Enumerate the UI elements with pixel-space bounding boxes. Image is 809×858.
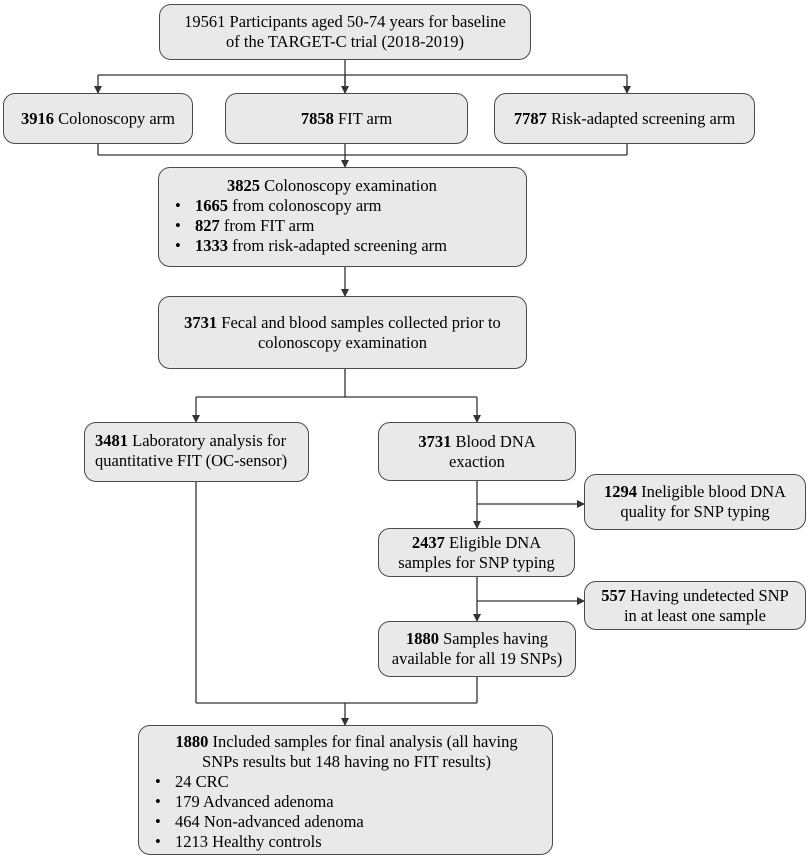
fit-arm-count: 7858 [300,108,334,128]
participants-box: 19561 Participants aged 50-74 years for … [159,4,531,60]
participants-line2: of the TARGET-C trial (2018-2019) [226,32,464,51]
colonoscopy-arm-label: Colonoscopy arm [54,108,175,128]
lab-analysis-line2: quantitative FIT (OC-sensor) [95,451,288,470]
ineligible-line2: quality for SNP typing [620,502,770,521]
blood-dna-count: 3731 [418,431,452,451]
all-snps-count: 1880 [405,629,439,648]
participants-line1: 19561 Participants aged 50-74 years for … [184,12,506,31]
eligible-line2: samples for SNP typing [398,552,555,572]
risk-arm-label: Risk-adapted screening arm [546,108,736,128]
risk-arm-box: 7787 Risk-adapted screening arm [494,93,755,144]
samples-collected-count: 3731 [184,312,218,332]
eligible-line1: Eligible DNA [444,532,542,552]
undetected-count: 557 [601,585,627,605]
fit-arm-label: FIT arm [333,108,393,128]
colonoscopy-arm-box: 3916 Colonoscopy arm [3,93,193,144]
lab-analysis-box: 3481 Laboratory analysis for quantitativ… [84,422,309,482]
list-item: 464 Non-advanced adenoma [149,812,544,832]
colonoscopy-exam-list: 1665 from colonoscopy arm 827 from FIT a… [169,196,516,256]
ineligible-count: 1294 [604,482,638,501]
ineligible-line1: Ineligible blood DNA [637,482,786,501]
eligible-count: 2437 [411,532,445,552]
final-list: 24 CRC 179 Advanced adenoma 464 Non-adva… [149,772,544,852]
fit-arm-box: 7858 FIT arm [225,93,468,144]
colonoscopy-exam-label: Colonoscopy examination [260,176,437,195]
colonoscopy-exam-count: 3825 [227,176,260,195]
all-snps-box: 1880 Samples having available for all 19… [378,621,576,677]
samples-collected-line1: Fecal and blood samples collected prior … [217,312,501,332]
final-line2: SNPs results but 148 having no FIT resul… [202,752,491,771]
final-count: 1880 [175,732,209,751]
all-snps-line2: available for all 19 SNPs) [391,649,563,668]
blood-dna-line2: exaction [449,451,505,471]
samples-collected-box: 3731 Fecal and blood samples collected p… [158,296,527,369]
colonoscopy-exam-box: 3825 Colonoscopy examination 1665 from c… [158,167,527,267]
final-box: 1880 Included samples for final analysis… [138,725,553,855]
eligible-box: 2437 Eligible DNA samples for SNP typing [378,528,575,577]
all-snps-line1: Samples having [438,629,549,648]
undetected-box: 557 Having undetected SNP in at least on… [584,581,806,630]
list-item: 1213 Healthy controls [149,832,544,852]
ineligible-box: 1294 Ineligible blood DNA quality for SN… [584,474,806,530]
undetected-line2: in at least one sample [623,605,767,625]
blood-dna-line1: Blood DNA [451,431,536,451]
list-item: 24 CRC [149,772,544,792]
list-item: 827 from FIT arm [169,216,516,236]
list-item: 1333 from risk-adapted screening arm [169,236,516,256]
list-item: 179 Advanced adenoma [149,792,544,812]
samples-collected-line2: colonoscopy examination [257,332,428,352]
colonoscopy-arm-count: 3916 [21,108,54,128]
lab-analysis-line1: Laboratory analysis for [128,431,287,450]
undetected-line1: Having undetected SNP [626,585,789,605]
final-line1: Included samples for final analysis (all… [208,732,518,751]
list-item: 1665 from colonoscopy arm [169,196,516,216]
blood-dna-box: 3731 Blood DNA exaction [378,422,576,481]
lab-analysis-count: 3481 [95,431,128,450]
risk-arm-count: 7787 [513,108,547,128]
